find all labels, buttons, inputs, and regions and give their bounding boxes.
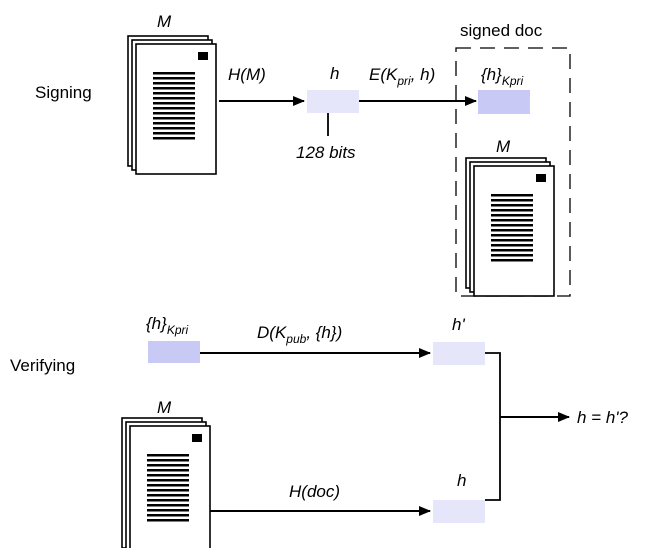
signing-section: Signing M H(M) h 128 bits E(Kpri, h) sig…: [35, 12, 571, 297]
decrypted-hash-label: h': [452, 315, 465, 334]
verify-hash-function-label: H(doc): [289, 482, 340, 501]
signing-document-icon: [127, 35, 217, 175]
verifying-label: Verifying: [10, 356, 75, 375]
signed-hash-text: {h}Kpri: [481, 65, 523, 88]
encrypt-label: E(Kpri, h): [369, 65, 435, 88]
signed-hash-box: [478, 90, 530, 114]
verify-hash-box: [433, 500, 485, 523]
signing-doc-label: M: [157, 12, 172, 31]
signed-document-icon: [465, 157, 555, 297]
signed-doc-title: signed doc: [460, 21, 543, 40]
signing-label: Signing: [35, 83, 92, 102]
decrypted-hash-box: [433, 342, 485, 365]
compare-bracket: [485, 352, 501, 501]
verify-document-icon: [121, 417, 211, 548]
verify-hash-label: h: [457, 471, 466, 490]
verify-doc-label: M: [157, 398, 172, 417]
hash-size-label: 128 bits: [296, 143, 356, 162]
signing-hash-label: h: [330, 64, 339, 83]
verifying-section: Verifying {h}Kpri D(Kpub, {h}) h' M H(do…: [10, 314, 629, 548]
decrypt-label: D(Kpub, {h}): [257, 323, 342, 346]
verify-signed-hash-text: {h}Kpri: [146, 314, 188, 337]
verify-signed-hash-box: [148, 341, 200, 363]
signing-hash-function-label: H(M): [228, 65, 266, 84]
comparison-result-label: h = h'?: [577, 408, 629, 427]
signed-doc-m-label: M: [496, 137, 511, 156]
signing-hash-box: [307, 90, 359, 113]
